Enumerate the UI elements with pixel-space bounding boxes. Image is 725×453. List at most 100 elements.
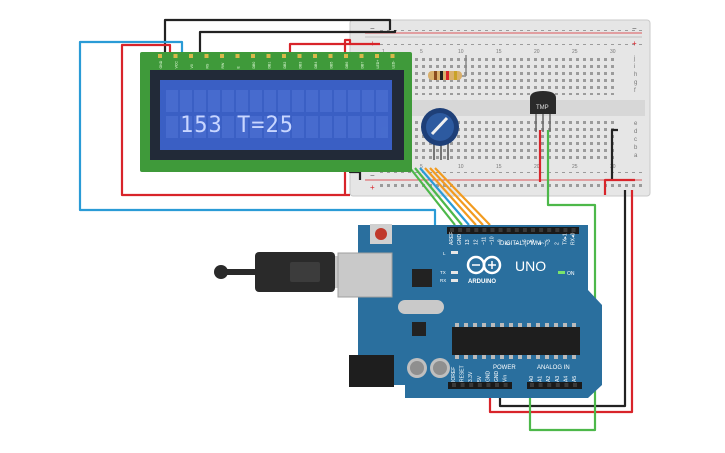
wire-vcc-lcd[interactable] — [120, 43, 350, 197]
header-pin[interactable] — [564, 383, 569, 387]
header-pin[interactable] — [555, 228, 560, 232]
column-number: 15 — [496, 49, 502, 55]
header-pin[interactable] — [486, 383, 491, 387]
potentiometer[interactable] — [421, 108, 459, 160]
lcd-pin[interactable] — [282, 54, 286, 58]
lcd-pin[interactable] — [390, 54, 395, 58]
header-pin[interactable] — [477, 383, 482, 387]
lcd-pin[interactable] — [359, 54, 364, 58]
header-pin[interactable] — [573, 383, 577, 387]
pin-label: A5 — [572, 376, 578, 382]
pin-label: ~11 — [481, 237, 487, 245]
header-pin[interactable] — [547, 228, 552, 232]
temperature-sensor[interactable]: TMP — [530, 91, 556, 132]
header-pin[interactable] — [482, 228, 487, 232]
lcd-pin-label: DB1 — [268, 62, 272, 69]
header-pin[interactable] — [460, 383, 465, 387]
resistor[interactable] — [428, 55, 467, 80]
lcd-pin[interactable] — [189, 54, 193, 58]
lcd-pin[interactable] — [266, 54, 271, 58]
pin-label: ~5 — [530, 239, 536, 245]
wire-db7[interactable] — [424, 167, 477, 226]
lcd-pin-label: RS — [206, 63, 210, 69]
wires[interactable] — [78, 18, 635, 432]
wire-contrast[interactable] — [78, 40, 437, 225]
row-letter: i — [634, 64, 635, 70]
header-pin[interactable] — [466, 228, 471, 232]
header-pin[interactable] — [571, 228, 576, 232]
wire-5v-arduino[interactable] — [488, 190, 634, 414]
header-pin[interactable] — [452, 383, 456, 387]
lcd-pin[interactable] — [251, 54, 255, 58]
header-pin[interactable] — [503, 383, 508, 387]
lcd-pin[interactable] — [158, 54, 162, 58]
digital-label: DIGITAL (PWM~) — [500, 241, 547, 247]
lcd-pin-label: DB5 — [330, 62, 334, 69]
row-letter: f — [634, 88, 636, 94]
sensor-label: TMP — [536, 105, 549, 111]
header-pin[interactable] — [547, 383, 552, 387]
wire-db5[interactable] — [414, 167, 463, 226]
lcd-pin[interactable] — [344, 54, 348, 58]
pin-label: TX▸1 — [562, 233, 568, 245]
header-pin[interactable] — [531, 228, 535, 232]
row-letter: c — [634, 137, 637, 143]
header-pin[interactable] — [495, 383, 499, 387]
wire-gnd-lcd[interactable] — [163, 18, 392, 55]
lcd-pin-label: DB6 — [345, 62, 349, 69]
header-pin[interactable] — [555, 383, 560, 387]
header-pin[interactable] — [458, 228, 463, 232]
wire-gnd-sensor[interactable] — [610, 128, 618, 180]
wire-enable[interactable] — [434, 167, 491, 226]
header-pin[interactable] — [498, 228, 503, 232]
lcd-pin[interactable] — [297, 54, 302, 58]
lcd-pin-label: GND — [159, 60, 163, 68]
pin-label: Vin — [503, 375, 509, 382]
rail-minus-top-right: − — [632, 24, 637, 33]
header-pin[interactable] — [530, 383, 534, 387]
rail-minus-top: − — [370, 24, 375, 33]
header-pin[interactable] — [490, 228, 495, 232]
lcd-pin[interactable] — [173, 54, 178, 58]
lcd-pin-label: DB2 — [283, 62, 287, 69]
lcd-pin[interactable] — [328, 54, 333, 58]
lcd-pin[interactable] — [235, 54, 240, 58]
wire-gnd-lcd-rw[interactable] — [198, 30, 397, 55]
pin-label: AREF — [449, 232, 455, 245]
header-pin[interactable] — [563, 228, 568, 232]
wire-db6[interactable] — [419, 167, 470, 226]
pin-label: ~3 — [546, 239, 552, 245]
header-pin[interactable] — [539, 228, 544, 232]
wire-rail-vcc[interactable] — [603, 178, 635, 195]
wire-gnd-arduino[interactable] — [498, 190, 627, 408]
board-model: UNO — [515, 258, 546, 274]
reset-button[interactable] — [375, 228, 387, 240]
column-number: 5 — [420, 49, 423, 55]
rail-plus-bottom: + — [370, 183, 375, 192]
lcd-pin[interactable] — [313, 54, 317, 58]
lcd-pin-label: RW — [221, 62, 225, 68]
header-pin[interactable] — [469, 383, 474, 387]
wire-rs[interactable] — [429, 167, 484, 226]
lcd-pin[interactable] — [220, 54, 224, 58]
header-pin[interactable] — [522, 228, 527, 232]
row-letter: b — [634, 145, 638, 151]
lcd-pin[interactable] — [375, 54, 379, 58]
pin-label: RX◂0 — [571, 233, 577, 245]
wire-db4[interactable] — [409, 167, 456, 226]
header-pin[interactable] — [474, 228, 479, 232]
header-pin[interactable] — [450, 228, 454, 232]
pin-label: A4 — [563, 376, 569, 382]
header-pin[interactable] — [538, 383, 543, 387]
row-letter: d — [634, 129, 637, 135]
header-pin[interactable] — [514, 228, 519, 232]
led-l-label: L — [443, 251, 446, 256]
pin-label: A0 — [529, 376, 535, 382]
header-pin[interactable] — [506, 228, 511, 232]
lcd-pin-label: V0 — [190, 64, 194, 68]
lcd-pin[interactable] — [204, 54, 209, 58]
